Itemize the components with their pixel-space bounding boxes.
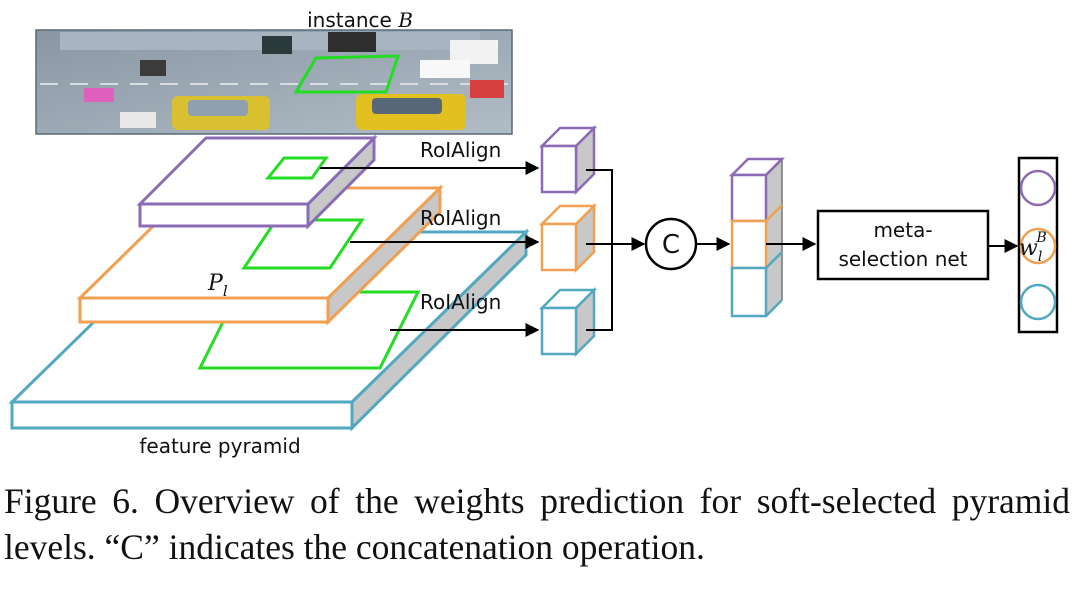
- weights-vector: [1017, 156, 1059, 334]
- figure-caption: Figure 6. Overview of the weights predic…: [4, 481, 1070, 567]
- weight-circle-middle: [1019, 227, 1057, 265]
- weight-circle-bottom: [1019, 283, 1057, 321]
- meta-selection-net-line2: selection net: [838, 247, 967, 271]
- instance-image: [35, 29, 513, 135]
- traffic-photo-icon: [40, 32, 508, 130]
- roi-region-middle: [241, 218, 365, 270]
- roialign-label-top: RoIAlign: [420, 138, 501, 162]
- merge-lines: [586, 169, 646, 331]
- meta-selection-net-box: [816, 209, 990, 281]
- roi-feature-cube-middle: [538, 202, 598, 274]
- weight-label: wlB: [1019, 230, 1047, 265]
- roialign-label-bottom: RoIAlign: [420, 290, 501, 314]
- roi-feature-cube-bottom: [538, 286, 598, 358]
- pyramid-level-label: Pl: [207, 271, 228, 300]
- feature-pyramid-label: feature pyramid: [139, 434, 300, 458]
- concatenated-feature-stack: [728, 157, 786, 318]
- concat-symbol: C: [662, 230, 680, 260]
- roialign-label-middle: RoIAlign: [420, 206, 501, 230]
- roi-feature-cube-top: [538, 124, 598, 196]
- roi-region-top: [264, 156, 329, 180]
- pyramid-level-top: [136, 134, 378, 230]
- overview-diagram: instance B Pl feature pyramid RoIAlign R…: [8, 8, 1059, 458]
- instance-box: [293, 54, 401, 94]
- meta-selection-net-line1: meta-: [873, 218, 932, 242]
- instance-label: instance B: [307, 8, 413, 32]
- weight-circle-top: [1019, 169, 1057, 207]
